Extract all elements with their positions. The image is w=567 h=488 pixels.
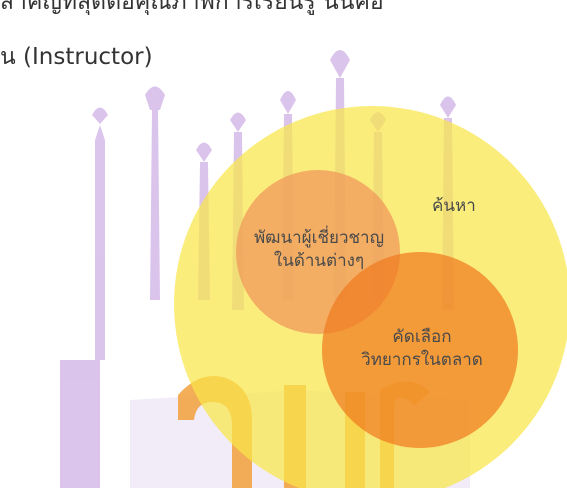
- label-search: ค้นหา: [432, 196, 476, 216]
- label-select-line1: คัดเลือก: [392, 327, 451, 347]
- header-line-1: สำคัญที่สุดต่อคุณภาพการเรียนรู้ นั่นคือ: [0, 0, 384, 15]
- label-develop-line1: พัฒนาผู้เชี่ยวชาญ: [254, 225, 384, 248]
- circle-select-trainers: [322, 252, 518, 448]
- header-line-2: น (Instructor): [0, 44, 153, 70]
- label-select-line2: วิทยากรในตลาด: [361, 349, 483, 370]
- label-develop-line2: ในด้านต่างๆ: [274, 250, 364, 271]
